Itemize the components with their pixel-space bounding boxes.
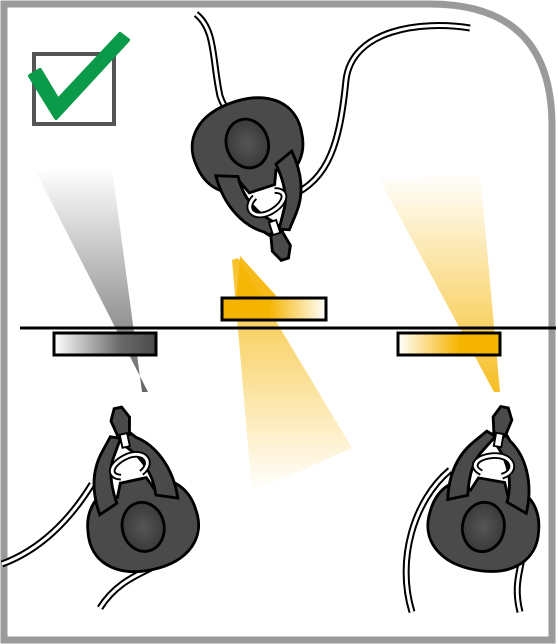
panel-left bbox=[52, 331, 158, 357]
panel-right bbox=[396, 331, 502, 357]
panel-top-center bbox=[220, 296, 328, 322]
check-approved-icon bbox=[28, 32, 130, 126]
diagram-caption bbox=[0, 0, 1, 1]
spray-cone-top-upper bbox=[236, 256, 280, 300]
